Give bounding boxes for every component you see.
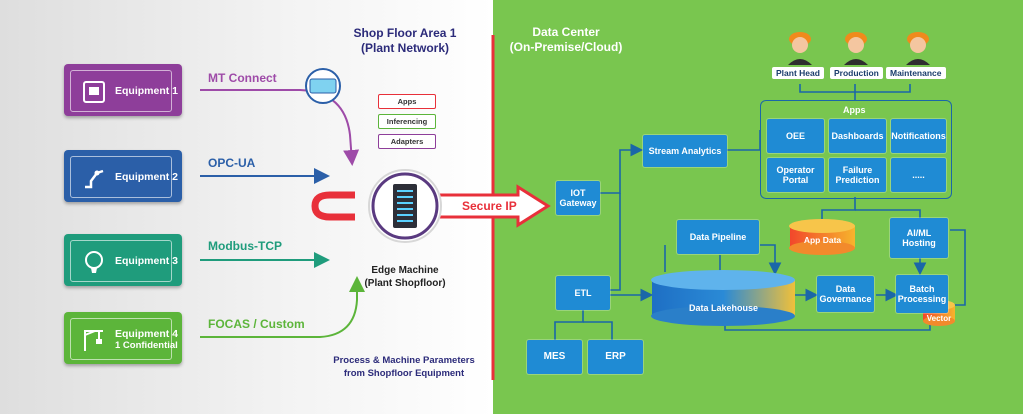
edge-loop [311,191,355,221]
data-pipeline-box: Data Pipeline [677,220,759,254]
user-label-production: Production [830,67,883,79]
apps-group [760,100,952,199]
shopfloor-title: Shop Floor Area 1 (Plant Network) [353,26,457,55]
vector-label: Vector [926,314,952,323]
aiml-hosting-box: AI/ML Hosting [890,218,948,258]
app-data-cylinder [789,219,855,255]
equipment-2-card: Equipment 2 [64,150,182,202]
equipment-4-card: Equipment 4 1 Confidential [64,312,182,364]
focas-line [200,276,365,338]
batch-processing-box: Batch Processing [896,275,948,313]
equipment-sublabel: 1 Confidential [115,339,178,351]
protocol-label: Modbus-TCP [208,239,282,253]
app-more: ..... [891,158,946,192]
app-notifications: Notifications [891,119,946,153]
protocol-label: MT Connect [208,71,277,85]
protocol-label: FOCAS / Custom [208,317,305,331]
user-icons [788,32,930,65]
app-operator-portal: Operator Portal [767,158,824,192]
data-governance-box: Data Governance [817,276,874,312]
app-oee: OEE [767,119,824,153]
edge-machine-label: Edge Machine (Plant Shopfloor) [364,265,446,289]
equipment-label: Equipment 1 [115,85,179,97]
robot-arm-icon [85,169,104,189]
secure-ip-label: Secure IP [462,199,517,213]
app-data-label: App Data [803,235,842,245]
secure-ip-arrow [440,184,551,228]
mtconnect-line [200,89,360,166]
data-lakehouse-label: Data Lakehouse [688,303,759,313]
edge-pill-inferencing: Inferencing [378,114,436,129]
equipment-label: Equipment 2 [115,171,179,183]
protocol-label: OPC-UA [208,156,256,170]
etl-box: ETL [556,276,610,310]
shopfloor-footer: Process & Machine Parameters from Shopfl… [333,355,475,379]
equipment-label: Equipment 3 [115,255,179,267]
datacenter-title: Data Center (On-Premise/Cloud) [509,25,623,54]
stream-analytics-box: Stream Analytics [643,135,727,167]
edge-pill-apps: Apps [378,94,436,109]
sensor-icon [85,251,103,273]
app-failure-prediction: Failure Prediction [829,158,886,192]
erp-box: ERP [588,340,643,374]
cnc-machine-icon [83,81,105,103]
equipment-label: Equipment 4 [115,327,179,340]
user-label-maintenance: Maintenance [886,67,946,79]
apps-title: Apps [843,105,866,115]
app-dashboards: Dashboards [829,119,886,153]
edge-pill-adapters: Adapters [378,134,436,149]
crane-icon [84,330,103,351]
equipment-1-card: Equipment 1 [64,64,182,116]
user-label-plant-head: Plant Head [772,67,824,79]
equipment-3-card: Equipment 3 [64,234,182,286]
data-lakehouse-cylinder [651,270,795,326]
iot-gateway-box: IOT Gateway [556,181,600,215]
mes-box: MES [527,340,582,374]
